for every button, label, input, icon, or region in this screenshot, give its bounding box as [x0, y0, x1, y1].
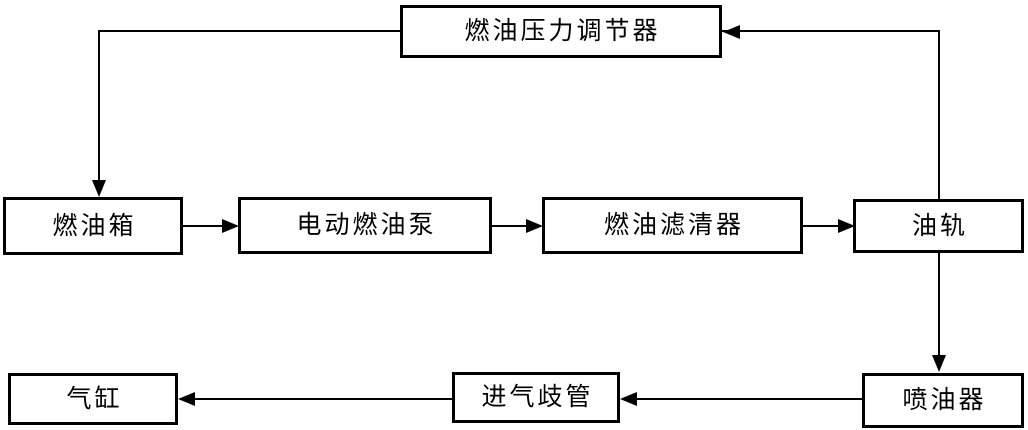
node-cylinder[interactable]: 气缸: [8, 373, 178, 425]
node-label-fuel-filter: 燃油滤清器: [603, 212, 744, 239]
arrowhead-into-cylinder: [178, 392, 195, 406]
edge-rail-to-regulator-horizontal: [722, 30, 940, 32]
node-label-intake-manifold: 进气歧管: [481, 384, 594, 411]
node-intake-manifold[interactable]: 进气歧管: [452, 372, 620, 423]
edge-filter-to-rail-line: [803, 225, 841, 227]
edge-rail-to-regulator-vertical: [938, 30, 940, 202]
arrowhead-into-fuel-injector: [932, 355, 946, 372]
edge-pump-to-filter-line: [492, 225, 528, 227]
edge-regulator-to-fuel-tank-vertical: [98, 30, 100, 188]
arrowhead-into-intake-manifold: [620, 392, 637, 406]
edge-manifold-to-cylinder-line: [193, 398, 452, 400]
arrowhead-into-fuel-tank: [92, 180, 106, 197]
arrowhead-into-regulator: [723, 25, 740, 39]
edge-injector-to-manifold-line: [635, 398, 862, 400]
node-fuel-filter[interactable]: 燃油滤清器: [542, 197, 803, 254]
node-label-fuel-injector: 喷油器: [902, 387, 987, 414]
node-label-fuel-tank: 燃油箱: [52, 212, 137, 240]
node-label-fuel-rail: 油轨: [911, 212, 968, 240]
node-fuel-pressure-regulator[interactable]: 燃油压力调节器: [400, 5, 722, 58]
node-fuel-tank[interactable]: 燃油箱: [3, 197, 183, 255]
edge-regulator-to-fuel-tank-horizontal: [98, 30, 402, 32]
node-fuel-injector[interactable]: 喷油器: [862, 373, 1024, 428]
edge-fuel-tank-to-pump-line: [183, 225, 225, 227]
arrowhead-into-fuel-filter: [526, 219, 543, 233]
node-label-cylinder: 气缸: [66, 385, 123, 413]
node-label-electric-fuel-pump: 电动燃油泵: [296, 212, 437, 239]
arrowhead-into-electric-fuel-pump: [222, 219, 239, 233]
node-fuel-rail[interactable]: 油轨: [853, 199, 1024, 253]
edge-rail-to-injector-line: [938, 253, 940, 363]
arrowhead-into-fuel-rail: [838, 219, 855, 233]
node-electric-fuel-pump[interactable]: 电动燃油泵: [238, 197, 492, 254]
node-label-fuel-pressure-regulator: 燃油压力调节器: [464, 18, 661, 45]
